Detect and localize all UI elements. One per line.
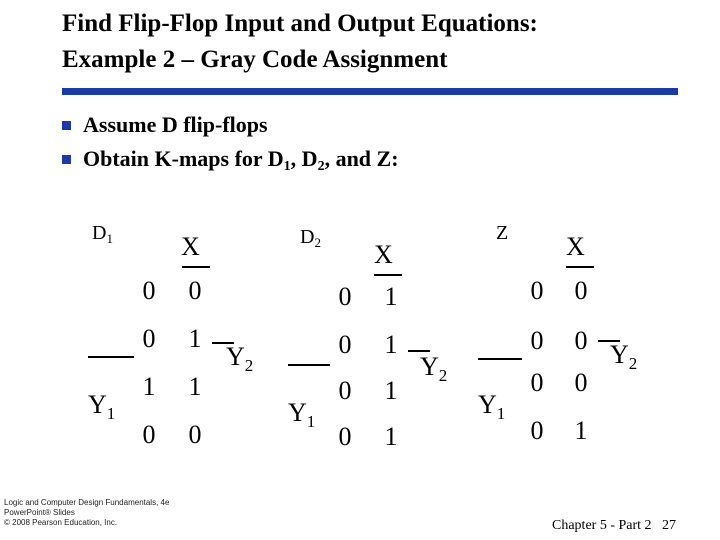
kmap-cell: 0 [188, 420, 202, 449]
kmap-cell: 0 [338, 282, 352, 311]
kmap-d2: D2 X 0 1 0 1 0 1 0 1 Y1 Y2 [288, 226, 508, 466]
kmap-d1: D1 X 0 0 0 1 1 1 0 0 Y1 Y2 [88, 222, 308, 462]
kmap-cell: 0 [530, 368, 544, 397]
chapter-label: Chapter 5 - Part 2 [552, 518, 652, 533]
bullet-text: Obtain K-maps for D1, D2, and Z: [83, 146, 399, 174]
bullet-list: Assume D flip-flops Obtain K-maps for D1… [62, 108, 399, 184]
kmap-cell: 0 [574, 326, 588, 355]
kmap-y1-label: Y1 [88, 390, 116, 423]
kmap-name: D1 [92, 222, 113, 246]
kmap-cell: 1 [142, 372, 156, 401]
publisher-logo: Logic and Computer Design Fundamentals, … [4, 498, 170, 527]
kmap-cell: 1 [384, 422, 398, 451]
kmap-cell: 0 [188, 276, 202, 305]
kmap-y2-label: Y2 [420, 352, 448, 385]
kmap-cell: 1 [188, 324, 202, 353]
bullet-text: Assume D flip-flops [83, 112, 268, 137]
title-line-2: Example 2 – Gray Code Assignment [62, 46, 448, 73]
kmap-cell: 1 [384, 330, 398, 359]
kmap-cell: 0 [574, 276, 588, 305]
kmap-cell: 0 [142, 276, 156, 305]
title-line-1: Find Flip-Flop Input and Output Equation… [62, 10, 538, 37]
y1-bracket-line [288, 364, 330, 366]
kmap-z: Z X 0 0 0 0 0 0 0 1 Y1 Y2 [478, 222, 698, 462]
y1-bracket-line [478, 358, 522, 360]
kmap-cell: 0 [530, 416, 544, 445]
bullet-item-1: Assume D flip-flops [62, 108, 399, 142]
kmap-cell: 0 [530, 326, 544, 355]
kmap-y2-label: Y2 [610, 340, 638, 373]
kmap-cell: 0 [142, 324, 156, 353]
kmap-x-label: X [181, 232, 200, 261]
page-number: 27 [662, 518, 677, 533]
y2-bracket-line [408, 350, 430, 352]
kmap-cell: 1 [384, 282, 398, 311]
x-bracket-line [374, 274, 402, 276]
kmap-cell: 0 [530, 276, 544, 305]
kmap-x-label: X [374, 240, 393, 269]
kmap-cell: 0 [338, 376, 352, 405]
kmap-cell: 1 [384, 376, 398, 405]
kmap-cell: 0 [338, 330, 352, 359]
kmap-name: Z [496, 222, 509, 244]
kmap-x-label: X [566, 232, 585, 261]
x-bracket-line [566, 266, 594, 268]
kmap-y1-label: Y1 [478, 390, 506, 423]
slide-title: Find Flip-Flop Input and Output Equation… [62, 6, 712, 78]
kmap-cell: 0 [338, 422, 352, 451]
x-bracket-line [182, 266, 210, 268]
y2-bracket-line [598, 340, 620, 342]
square-bullet-icon [62, 121, 71, 130]
title-divider [62, 88, 678, 95]
kmap-cell: 1 [574, 416, 588, 445]
slide-footer: Chapter 5 - Part 2 27 [552, 518, 676, 534]
kmap-y1-label: Y1 [288, 398, 316, 431]
y2-bracket-line [212, 342, 234, 344]
kmap-cell: 1 [188, 372, 202, 401]
kmap-cell: 0 [142, 420, 156, 449]
y1-bracket-line [88, 356, 134, 358]
kmap-y2-label: Y2 [226, 342, 254, 375]
kmap-name: D2 [300, 226, 321, 250]
square-bullet-icon [62, 155, 71, 164]
kmap-cell: 0 [574, 368, 588, 397]
bullet-item-2: Obtain K-maps for D1, D2, and Z: [62, 142, 399, 184]
